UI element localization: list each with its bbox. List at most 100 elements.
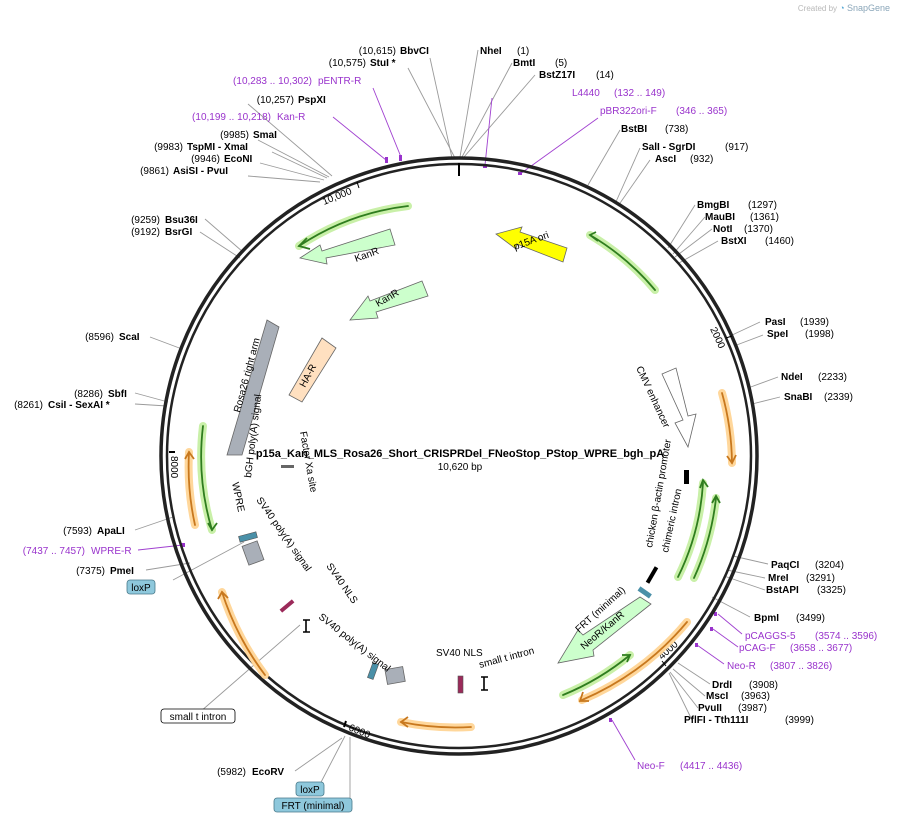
boxed-frt-minimal: FRT (minimal): [273, 797, 353, 813]
site-sali-sgrdi: SalI - SgrDI (917): [642, 142, 748, 153]
site-bstapi: BstAPI(3325): [766, 585, 846, 596]
primer-name: Neo-F: [637, 761, 665, 772]
feature-label-factor-xa: Factor Xa site: [297, 431, 319, 494]
primer-labels: (10,283 .. 10,302)pENTR-R (10,199 .. 10,…: [23, 76, 878, 772]
enzyme-name: NheI: [480, 46, 502, 57]
feature-label-sv40-nls-2: SV40 NLS: [324, 561, 360, 606]
enzyme-pos: (3908): [749, 680, 778, 691]
enzyme-pos: (1361): [750, 212, 779, 223]
enzyme-name: SmaI: [253, 130, 277, 141]
enzyme-pos: (9259): [131, 215, 160, 226]
primer-l4440: L4440(132 .. 149): [572, 88, 665, 99]
feature-ha-r: [288, 337, 337, 403]
site-pasi: PasI (1939): [765, 317, 829, 328]
site-smai: (9985)SmaI: [220, 130, 277, 141]
primer-neo-r: Neo-R(3807 .. 3826): [727, 661, 832, 672]
enzyme-name: SalI - SgrDI: [642, 142, 696, 153]
feature-label-small-t-intron: small t intron: [478, 646, 536, 671]
boxed-label: loxP: [131, 583, 151, 594]
enzyme-name: BbvCI: [400, 46, 429, 57]
feature-box-grey-2: [384, 666, 406, 685]
enzyme-name: ScaI: [119, 332, 140, 343]
enzyme-pos: (9192): [131, 227, 160, 238]
enzyme-pos: (8596): [85, 332, 114, 343]
primer-range: (3658 .. 3677): [790, 643, 852, 654]
enzyme-pos: (7375): [76, 566, 105, 577]
tick-8000: 8000: [168, 456, 179, 479]
feature-rosa26-right-arm: [226, 319, 280, 456]
primer-name: Neo-R: [727, 661, 756, 672]
primer-marks: [181, 155, 717, 722]
enzyme-name: BpmI: [754, 613, 779, 624]
feature-kanr-1: [298, 228, 396, 265]
enzyme-sites: (10,615) BbvCI (10,575) StuI * (10,257)Psp…: [14, 46, 853, 778]
enzyme-pos: (10,257): [257, 95, 294, 106]
primer-range: (132 .. 149): [614, 88, 665, 99]
plasmid-name: p15a_Kan_MLS_Rosa26_Short_CRISPRDel_FNeo…: [256, 448, 664, 460]
feature-neor-kanr: [557, 596, 652, 664]
enzyme-name: BmtI: [513, 58, 535, 69]
enzyme-pos: (14): [596, 70, 614, 81]
enzyme-name: SnaBI: [784, 392, 813, 403]
site-pspxi: (10,257)PspXI: [257, 95, 326, 106]
enzyme-name: PmeI: [110, 566, 134, 577]
primer-connectors: [137, 87, 743, 761]
feature-p15a-ori: [495, 226, 568, 263]
site-bsu36i: (9259)Bsu36I: [131, 215, 198, 226]
enzyme-pos: (8286): [74, 389, 103, 400]
enzyme-pos: (1939): [800, 317, 829, 328]
plasmid-center: p15a_Kan_MLS_Rosa26_Short_CRISPRDel_FNeo…: [256, 448, 664, 473]
enzyme-pos: (7593): [63, 526, 92, 537]
primer-range: (10,199 .. 10,218): [192, 112, 271, 123]
enzyme-name: BstBI: [621, 124, 647, 135]
enzyme-pos: (3999): [785, 715, 814, 726]
enzyme-pos: (3325): [817, 585, 846, 596]
enzyme-name: StuI *: [370, 58, 396, 69]
primer-range: (346 .. 365): [676, 106, 727, 117]
boxed-label: small t intron: [170, 712, 227, 723]
enzyme-pos: (3204): [815, 560, 844, 571]
site-bstz17i: BstZ17I(14): [539, 70, 614, 81]
feature-label-sv40-pa-2: SV40 poly(A) signal: [254, 495, 313, 573]
enzyme-name: BmgBI: [697, 200, 729, 211]
enzyme-name: NotI: [713, 224, 733, 235]
primer-range: (4417 .. 4436): [680, 761, 742, 772]
enzyme-name: TspMI - XmaI: [187, 142, 248, 153]
primer-neo-f: Neo-F (4417 .. 4436): [637, 761, 742, 772]
primer-pentr-r: (10,283 .. 10,302)pENTR-R: [233, 76, 361, 87]
enzyme-name: BsrGI: [165, 227, 192, 238]
enzyme-name: EcoRV: [252, 767, 284, 778]
enzyme-pos: (5): [555, 58, 567, 69]
feature-cmv-enhancer: [661, 367, 697, 449]
enzyme-pos: (10,615): [359, 46, 396, 57]
enzyme-pos: (1297): [748, 200, 777, 211]
site-sbfi: (8286) SbfI: [74, 389, 127, 400]
site-mrei: MreI(3291): [768, 573, 835, 584]
enzyme-name: AsiSI - PvuI: [173, 166, 228, 177]
enzyme-name: SbfI: [108, 389, 127, 400]
primer-name: pCAGGS-5: [745, 631, 796, 642]
site-pvuii: PvuII(3987): [698, 703, 767, 714]
site-scai: (8596) ScaI: [85, 332, 140, 343]
primer-name: pCAG-F: [739, 643, 776, 654]
boxed-label: FRT (minimal): [282, 801, 345, 812]
enzyme-name: CsiI - SexAI *: [48, 400, 110, 411]
enzyme-name: PasI: [765, 317, 786, 328]
enzyme-pos: (932): [690, 154, 713, 165]
site-bbvci: (10,615) BbvCI: [359, 46, 429, 57]
orf-arrowheads: [184, 231, 737, 728]
site-snabi: SnaBI(2339): [784, 392, 853, 403]
enzyme-name: EcoNI: [224, 154, 253, 165]
primer-pcaggs-5: pCAGGS-5(3574 .. 3596): [745, 631, 877, 642]
site-bsrgi: (9192) BsrGI: [131, 227, 192, 238]
primer-kan-r: (10,199 .. 10,218) Kan-R: [192, 112, 305, 123]
primer-name: Kan-R: [277, 112, 305, 123]
enzyme-pos: (9983): [154, 142, 183, 153]
enzyme-pos: (9946): [191, 154, 220, 165]
enzyme-pos: (10,575): [329, 58, 366, 69]
feature-label-wpre: WPRE: [229, 481, 246, 513]
enzyme-pos: (917): [725, 142, 748, 153]
enzyme-name: AscI: [655, 154, 676, 165]
enzyme-name: PaqCI: [771, 560, 800, 571]
